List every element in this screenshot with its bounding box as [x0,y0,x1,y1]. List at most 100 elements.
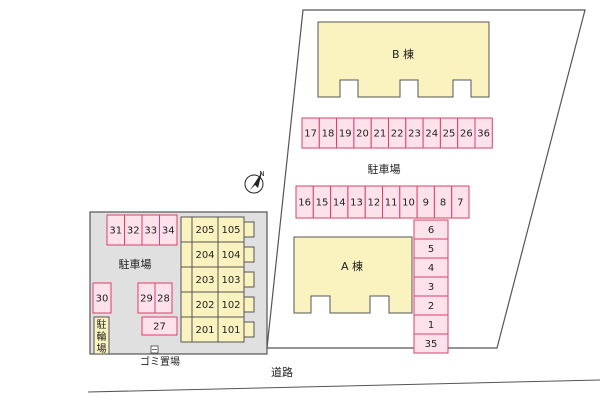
parking-space-18-number: 18 [322,129,335,140]
parking-space-18: 18 [318,117,338,149]
building-b-label: B 棟 [392,47,414,61]
parking-space-21: 21 [370,117,390,149]
parking-space-30-box [92,282,112,314]
parking-space-14-number: 14 [333,198,346,209]
parking-space-13-number: 13 [350,198,363,209]
parking-space-16-number: 16 [298,198,311,209]
left-parking-label: 駐車場 [119,257,152,271]
parking-space-6-number: 6 [428,225,434,236]
building-a [293,236,413,314]
parking-space-22-number: 22 [391,129,404,140]
parking-space-25: 25 [439,117,459,149]
parking-space-14: 14 [330,185,349,219]
main-parking-label: 駐車場 [368,162,401,176]
road-line [87,379,600,393]
unit-balcony [243,321,255,338]
parking-space-21-number: 21 [373,129,386,140]
parking-space-2: 2 [413,295,449,316]
parking-space-8-number: 8 [440,198,446,209]
unit-104-number: 104 [221,250,240,261]
unit-101-box [217,316,245,343]
parking-space-17-number: 17 [304,129,317,140]
unit-balcony [243,271,255,288]
unit-entrance [180,316,193,343]
unit-row-4: 202 102 [180,291,255,318]
building-b [317,21,490,98]
parking-space-1-number: 1 [428,320,434,331]
parking-space-32-number: 32 [127,226,140,237]
building-a-label: A 棟 [341,259,363,273]
unit-104-box [217,241,245,268]
parking-space-3-number: 3 [428,282,434,293]
parking-space-20-number: 20 [356,129,369,140]
unit-105-number: 105 [221,225,240,236]
parking-space-23: 23 [405,117,424,149]
unit-entrance [180,216,193,243]
parking-space-7-number: 7 [457,198,463,209]
parking-space-4: 4 [413,257,449,278]
unit-balcony [243,296,255,313]
parking-column-right: 6 5 4 3 2 1 35 [413,219,449,354]
parking-space-35-box [413,333,449,354]
parking-space-19-number: 19 [339,129,352,140]
parking-space-35: 35 [413,333,449,354]
unit-103-box [217,266,245,293]
parking-space-36-number: 36 [477,129,490,140]
parking-space-9: 9 [416,185,435,219]
unit-202-number: 202 [195,300,214,311]
parking-space-24-number: 24 [425,129,438,140]
unit-row-2: 204 104 [180,241,255,268]
parking-space-29: 29 [137,282,156,314]
parking-space-34: 34 [159,214,178,246]
bicycle-parking [93,316,110,355]
unit-204-number: 204 [195,250,214,261]
parking-space-36: 36 [474,117,493,149]
parking-space-3: 3 [413,276,449,297]
bicycle-parking-char-1: 駐 [97,318,107,331]
unit-row-3: 203 103 [180,266,255,293]
parking-space-10-number: 10 [402,198,415,209]
parking-space-12-number: 12 [367,198,380,209]
parking-space-20: 20 [353,117,372,149]
parking-space-15: 15 [312,185,332,219]
parking-space-31: 31 [106,214,125,246]
north-arrow-icon [250,172,262,190]
parking-space-28: 28 [154,282,173,314]
parking-space-27: 27 [141,316,178,336]
unit-balcony [243,221,255,238]
parking-space-27-box [141,316,178,336]
unit-entrance [180,241,193,268]
parking-space-9-number: 9 [423,198,429,209]
parking-space-28-box [154,282,173,314]
parking-space-29-number: 29 [140,294,153,305]
parking-space-30-number: 30 [96,294,109,305]
unit-102-number: 102 [221,300,240,311]
parking-space-4-number: 4 [428,263,434,274]
parking-space-12: 12 [364,185,384,219]
bicycle-parking-char-2: 輪 [97,330,107,343]
parking-space-10: 10 [399,185,418,219]
unit-103-number: 103 [221,275,240,286]
parking-space-5: 5 [413,238,449,259]
unit-balcony [243,246,255,263]
parking-space-19: 19 [336,117,355,149]
parking-space-8: 8 [433,185,453,219]
parking-space-17: 17 [301,117,320,149]
bicycle-parking-char-3: 場 [97,342,107,355]
parking-space-13: 13 [347,185,366,219]
parking-space-33-number: 33 [144,226,157,237]
parking-space-1: 1 [413,314,449,335]
parking-space-11-number: 11 [385,198,398,209]
parking-space-11: 11 [382,185,401,219]
north-compass: N [244,170,265,194]
parking-space-32: 32 [124,214,143,246]
parking-space-23-number: 23 [408,129,421,140]
unit-203-number: 203 [195,275,214,286]
parking-space-5-number: 5 [428,244,434,255]
parking-space-34-box [159,214,178,246]
